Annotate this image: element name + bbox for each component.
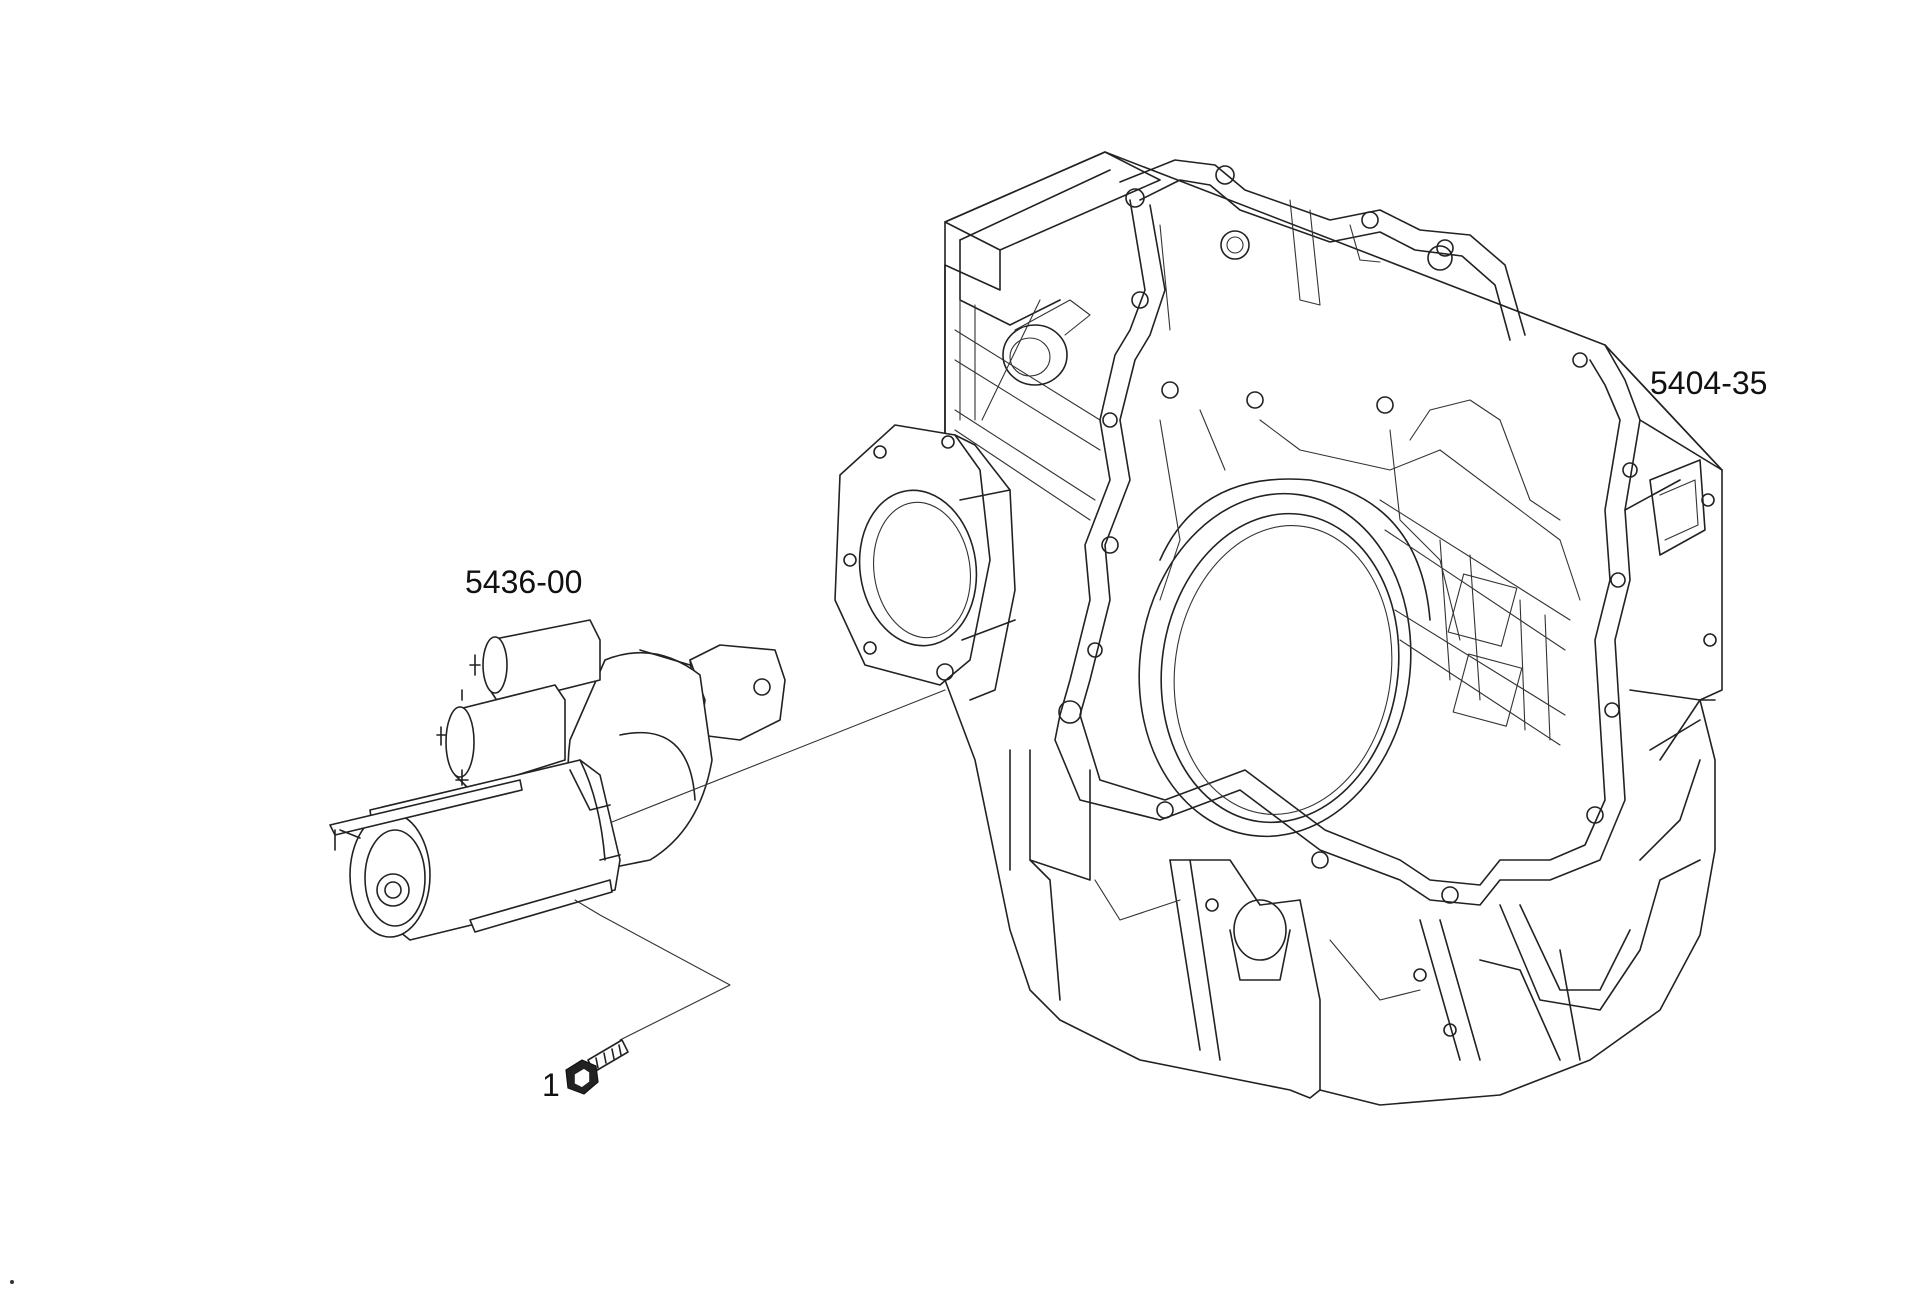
leader-lines (574, 299, 1041, 1041)
starter-motor-drawing (329, 619, 786, 941)
part-number-starter-motor: 5436-00 (465, 564, 583, 600)
stray-dot (10, 1280, 14, 1284)
bolt-drawing (565, 1039, 629, 1095)
flywheel-housing-drawing (834, 151, 1723, 1106)
part-number-bolt: 1 (542, 1067, 560, 1103)
part-number-flywheel-housing: 5404-35 (1650, 365, 1768, 401)
